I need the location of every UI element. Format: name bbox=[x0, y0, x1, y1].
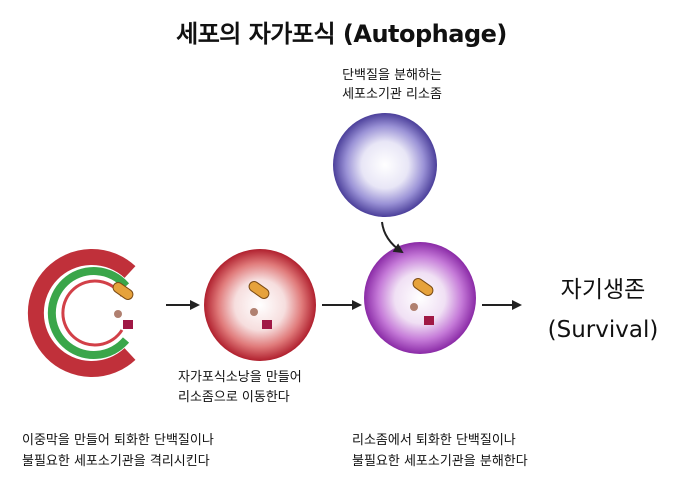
diagram-title: 세포의 자가포식 (Autophage) bbox=[176, 20, 507, 48]
cargo-organelle bbox=[424, 316, 434, 325]
step3-caption-line: 리소좀에서 퇴화한 단백질이나 bbox=[352, 433, 516, 448]
autophagosome-label-line: 자가포식소낭을 만들어 bbox=[178, 370, 302, 385]
cargo-protein bbox=[112, 282, 134, 300]
arrow-lysosome-to-autolysosome bbox=[381, 221, 404, 254]
lysosome-label-line: 단백질을 분해하는 bbox=[342, 68, 442, 83]
phagophore bbox=[27, 249, 136, 377]
cargo-fragment bbox=[114, 310, 122, 318]
step1-caption: 이중막을 만들어 퇴화한 단백질이나 불필요한 세포소기관을 격리시킨다 bbox=[22, 430, 322, 472]
step1-caption-line: 이중막을 만들어 퇴화한 단백질이나 bbox=[22, 433, 214, 448]
autophagosome-label: 자가포식소낭을 만들어 리소좀으로 이동한다 bbox=[178, 368, 378, 408]
step3-caption: 리소좀에서 퇴화한 단백질이나 불필요한 세포소기관을 분해한다 bbox=[352, 430, 652, 472]
phagophore-inner-membrane bbox=[47, 267, 130, 359]
lysosome-label-line: 세포소기관 리소좀 bbox=[342, 87, 442, 102]
cargo-protein bbox=[412, 278, 434, 296]
cargo-fragment bbox=[250, 308, 258, 316]
lysosome-label: 단백질을 분해하는 세포소기관 리소좀 bbox=[292, 66, 492, 104]
lysosome-body bbox=[333, 113, 437, 217]
autolysosome-body bbox=[364, 242, 476, 354]
survival-english: (Survival) bbox=[547, 317, 659, 343]
autophagosome bbox=[204, 249, 316, 361]
cargo-organelle bbox=[262, 320, 272, 329]
cargo-protein bbox=[248, 281, 270, 299]
step3-caption-line: 불필요한 세포소기관을 분해한다 bbox=[352, 454, 528, 469]
cargo-fragment bbox=[410, 303, 418, 311]
phagophore-inner-edge bbox=[61, 279, 124, 347]
survival-korean: 자기생존 bbox=[560, 277, 646, 303]
autolysosome bbox=[364, 242, 476, 354]
autophagosome-label-line: 리소좀으로 이동한다 bbox=[178, 390, 290, 405]
phagophore-outer-membrane bbox=[27, 249, 136, 377]
autophagosome-body bbox=[204, 249, 316, 361]
cargo-organelle bbox=[123, 320, 133, 329]
survival-result: 자기생존 (Survival) bbox=[528, 270, 678, 350]
step1-caption-line: 불필요한 세포소기관을 격리시킨다 bbox=[22, 454, 210, 469]
lysosome bbox=[333, 113, 437, 217]
